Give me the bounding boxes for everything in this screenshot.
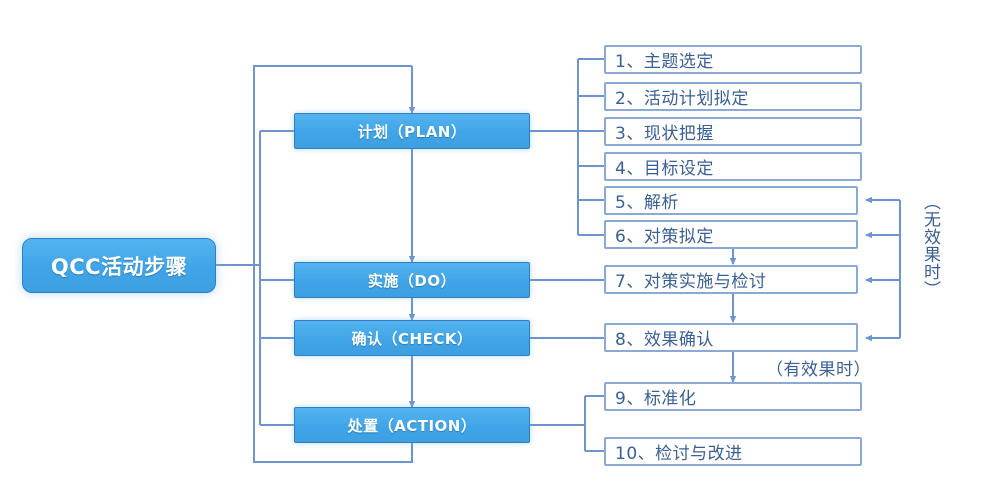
step-box-8[interactable]: 8、效果确认 <box>604 323 858 352</box>
step-box-3[interactable]: 3、现状把握 <box>604 117 862 146</box>
phase-node-do[interactable]: 实施（DO） <box>294 262 530 298</box>
phase-node-plan[interactable]: 计划（PLAN） <box>294 113 530 149</box>
annotation-effective: （有效果时） <box>766 360 871 380</box>
step-box-4[interactable]: 4、目标设定 <box>604 152 862 181</box>
root-node-qcc[interactable]: QCC活动步骤 <box>22 238 216 293</box>
phase-node-check[interactable]: 确认（CHECK） <box>294 320 530 356</box>
step-box-6[interactable]: 6、对策拟定 <box>604 220 858 249</box>
phase-node-action[interactable]: 处置（ACTION） <box>294 407 530 443</box>
step-box-5[interactable]: 5、解析 <box>604 186 858 215</box>
annotation-ineffective: （无效果时） <box>920 193 940 298</box>
step-box-2[interactable]: 2、活动计划拟定 <box>604 82 862 111</box>
step-box-7[interactable]: 7、对策实施与检讨 <box>604 265 858 294</box>
step-box-9[interactable]: 9、标准化 <box>604 382 862 411</box>
step-box-10[interactable]: 10、检讨与改进 <box>604 437 862 466</box>
step-box-1[interactable]: 1、主题选定 <box>604 45 862 74</box>
